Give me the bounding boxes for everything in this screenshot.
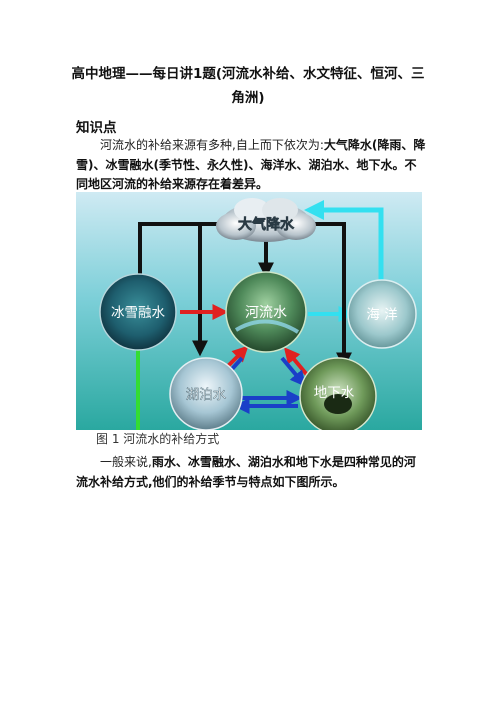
- paragraph-supply-bold: 雨水、冰雪融水、湖泊水和地下水是四种常见的河流水补给方式,他们的补给季节与特点如…: [76, 455, 416, 489]
- node-lake-label: 湖泊水: [186, 387, 227, 403]
- arrow-atmos-to-ground: [304, 222, 352, 369]
- node-ground-label: 地下水: [314, 385, 355, 401]
- figure-caption: 图 1 河流水的补给方式: [96, 432, 220, 446]
- node-ice: 冰雪融水: [99, 273, 177, 351]
- node-river-label: 河流水: [245, 305, 287, 321]
- section-heading: 知识点: [76, 120, 117, 136]
- node-ground: 地下水: [299, 357, 377, 430]
- node-lake: 湖泊水: [169, 357, 243, 430]
- paragraph-intro-lead: 河流水的补给来源有多种,自上而下依次为:: [100, 138, 324, 152]
- node-ice-label: 冰雪融水: [111, 305, 165, 321]
- node-ocean: 海 洋: [347, 279, 417, 349]
- paragraph-supply: 一般来说,雨水、冰雪融水、湖泊水和地下水是四种常见的河流水补给方式,他们的补给季…: [76, 453, 426, 492]
- paragraph-supply-lead: 一般来说,: [100, 455, 152, 469]
- title-line-1: 高中地理——每日讲1题(河流水补给、水文特征、恒河、三: [71, 66, 425, 82]
- node-atmos: 大气降水: [216, 198, 316, 242]
- node-river: 河流水: [225, 271, 307, 353]
- paragraph-intro-bold: 大气降水(降雨、降雪)、冰雪融水(季节性、永久性)、海洋水、湖泊水、地下水。不同…: [76, 138, 426, 191]
- arrow-river-to-ground: [280, 356, 307, 387]
- arrow-ocean-to-atmos: [304, 200, 384, 290]
- paragraph-intro: 河流水的补给来源有多种,自上而下依次为:大气降水(降雨、降雪)、冰雪融水(季节性…: [76, 136, 426, 195]
- document-title: 高中地理——每日讲1题(河流水补给、水文特征、恒河、三 角洲): [60, 62, 436, 110]
- supply-diagram: 大气降水 冰雪融水 河流水 海 洋 湖泊水 地下水: [76, 192, 422, 430]
- arrow-atmos-to-ice: [132, 222, 234, 291]
- node-ocean-label: 海 洋: [366, 307, 397, 323]
- title-line-2: 角洲): [231, 90, 265, 106]
- node-atmos-label: 大气降水: [238, 216, 295, 233]
